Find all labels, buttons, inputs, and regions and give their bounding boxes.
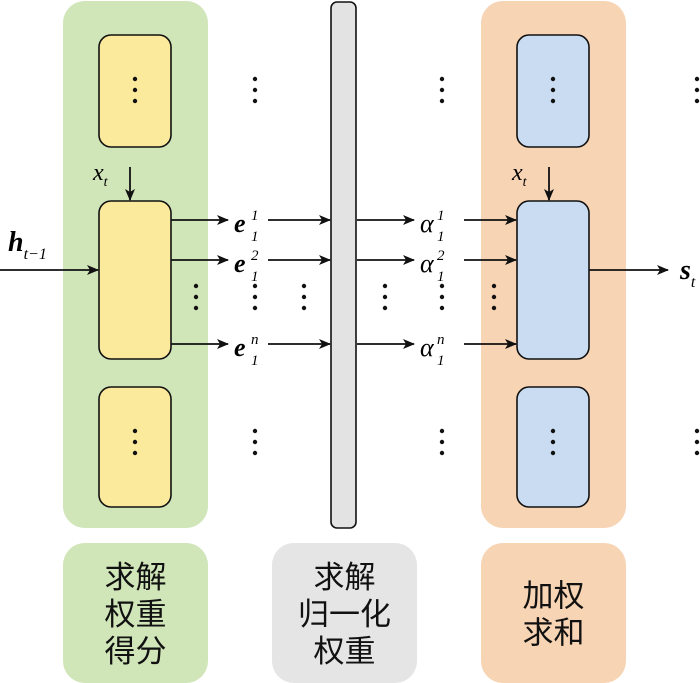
score-box-bottom [98,386,172,508]
svg-text:1: 1 [251,229,259,245]
svg-text:权重: 权重 [105,597,167,633]
ellipsis-right-bottom [694,428,700,456]
svg-text:e: e [234,249,246,278]
svg-text:求和: 求和 [523,616,585,652]
ellipsis-between-bottom-1 [252,428,258,456]
svg-text:归一化: 归一化 [298,597,391,633]
ellipsis-score-box-top [132,76,138,104]
ellipsis-to-norm [301,283,307,311]
score-box-main [98,200,172,360]
weighted-box-bottom [516,386,590,508]
ellipsis-between-top-1 [252,76,258,104]
stage-box-weighted [481,543,626,683]
svg-text:α: α [420,209,435,238]
ellipsis-to-weighted [491,283,497,311]
svg-text:1: 1 [251,353,259,369]
ellipsis-right-top [694,76,700,104]
ellipsis-weight-labels [439,283,445,311]
normalization-bar [330,1,357,529]
ellipsis-weighted-box-bottom [550,428,556,456]
label-x-right: xt [511,160,528,190]
svg-text:n: n [437,332,445,348]
label-x-left: xt [92,160,109,190]
svg-text:权重: 权重 [314,634,376,670]
ellipsis-from-norm [382,283,388,311]
svg-text:1: 1 [437,229,445,245]
stage-box-score [63,543,208,683]
svg-text:得分: 得分 [105,634,167,670]
ellipsis-weighted-box-top [550,76,556,104]
svg-text:e: e [234,333,246,362]
ellipsis-between-top-2 [439,76,445,104]
label-s-out: st [679,255,696,291]
weighted-box-main [516,200,590,360]
ellipsis-between-bottom-2 [439,428,445,456]
svg-text:求解: 求解 [314,560,376,596]
svg-text:加权: 加权 [523,579,585,615]
svg-text:1: 1 [251,208,259,224]
svg-text:n: n [251,332,259,348]
svg-text:1: 1 [251,269,259,285]
svg-text:α: α [420,249,435,278]
label-h-prev: ht−1 [8,227,47,263]
svg-text:2: 2 [251,248,259,264]
ellipsis-score-box-bottom [132,428,138,456]
svg-text:求解: 求解 [105,560,167,596]
ellipsis-score-out [193,283,199,311]
svg-text:1: 1 [437,353,445,369]
svg-text:α: α [420,333,435,362]
svg-text:e: e [234,209,246,238]
svg-text:2: 2 [437,248,445,264]
stage-box-norm [272,543,417,683]
ellipsis-score-labels [252,283,258,311]
svg-text:1: 1 [437,269,445,285]
svg-text:1: 1 [437,208,445,224]
